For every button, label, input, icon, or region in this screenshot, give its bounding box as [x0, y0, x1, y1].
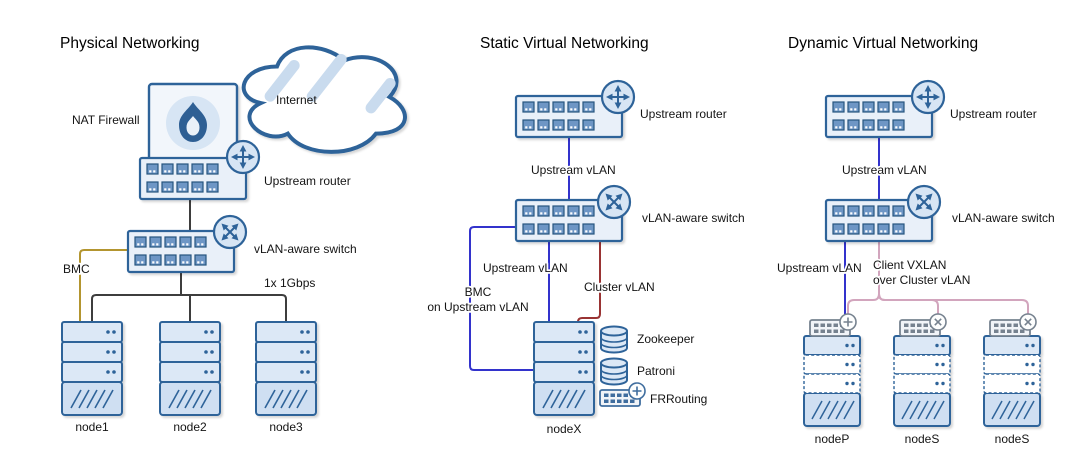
- switch-icon: [908, 186, 940, 218]
- patroni-database-icon: [600, 357, 628, 386]
- section-title-physical: Physical Networking: [60, 35, 200, 52]
- nat-firewall: [147, 82, 239, 164]
- zookeeper-database-icon: [600, 325, 628, 354]
- zookeeper-label: Zookeeper: [637, 332, 694, 346]
- upstream-router-label: Upstream router: [640, 107, 727, 121]
- cluster-vlan-label: Cluster vLAN: [584, 280, 655, 294]
- bmc-label: BMC: [63, 262, 90, 276]
- server-nodeS2: [983, 335, 1041, 427]
- section-title-static: Static Virtual Networking: [480, 35, 649, 52]
- bridge-x-icon: [929, 313, 947, 331]
- node3-label: node3: [269, 420, 303, 434]
- link-upstream-vlan-node: [810, 241, 846, 329]
- nodeS1-label: nodeS: [905, 432, 940, 446]
- internet-label: Internet: [276, 93, 317, 107]
- server-nodeP: [803, 335, 861, 427]
- server-nodeS1: [893, 335, 951, 427]
- upstream-vlan-top-label: Upstream vLAN: [842, 163, 927, 177]
- patroni-label: Patroni: [637, 364, 675, 378]
- nodeP-bridge-group: [809, 313, 857, 337]
- section-static: Static Virtual Networking Upstream route…: [426, 35, 745, 436]
- nat-firewall-label: NAT Firewall: [72, 113, 140, 127]
- link-vxlan-nodeS2: [878, 293, 1029, 314]
- nodeS2-bridge-group: [989, 313, 1037, 337]
- upstream-router-label: Upstream router: [950, 107, 1037, 121]
- bmc-label-line2: on Upstream vLAN: [427, 300, 528, 314]
- cloud-highlights: [264, 53, 396, 114]
- link-speed-label: 1x 1Gbps: [264, 276, 315, 290]
- link-bmc: [79, 249, 128, 322]
- frrouting-router-badge-icon: [628, 382, 646, 400]
- link-bmc-vlan: [469, 226, 534, 371]
- nodeS1-bridge-group: [899, 313, 947, 337]
- static-links: [469, 137, 601, 371]
- router-icon: [602, 81, 634, 113]
- upstream-router-label: Upstream router: [264, 174, 351, 188]
- server-nodeX: [533, 321, 595, 416]
- upstream-vlan-top-label: Upstream vLAN: [531, 163, 616, 177]
- server-node2: [159, 321, 221, 416]
- router-icon: [227, 141, 259, 173]
- frrouting-icon-group: [599, 382, 646, 407]
- bridge-plus-icon: [839, 313, 857, 331]
- router-icon: [912, 81, 944, 113]
- switch-icon: [598, 186, 630, 218]
- internet-cloud-icon: [241, 45, 407, 154]
- physical-links: [79, 199, 287, 322]
- switch-icon: [214, 216, 246, 248]
- link-cluster-vlan: [577, 241, 601, 323]
- upstream-vlan-bottom-label: Upstream vLAN: [777, 261, 862, 275]
- frrouting-label: FRRouting: [650, 392, 707, 406]
- server-node3: [255, 321, 317, 416]
- section-physical: Physical Networking Internet: [60, 35, 407, 434]
- section-dynamic: Dynamic Virtual Networking Upstream rout…: [775, 35, 1055, 446]
- section-title-dynamic: Dynamic Virtual Networking: [788, 35, 978, 52]
- client-vxlan-label-line2: over Cluster vLAN: [873, 273, 970, 287]
- nodeP-label: nodeP: [815, 432, 850, 446]
- server-node1: [61, 321, 123, 416]
- nodeS2-label: nodeS: [995, 432, 1030, 446]
- bridge-x-icon: [1019, 313, 1037, 331]
- firewall-flame-icon: [179, 102, 207, 142]
- bmc-label-line1: BMC: [465, 285, 492, 299]
- vlan-switch-label: vLAN-aware switch: [952, 211, 1055, 225]
- link-vxlan-nodeP: [847, 293, 880, 314]
- nodeX-label: nodeX: [547, 422, 582, 436]
- upstream-vlan-bottom-label: Upstream vLAN: [483, 261, 568, 275]
- vlan-switch-label: vLAN-aware switch: [642, 211, 745, 225]
- node2-label: node2: [173, 420, 207, 434]
- link-vxlan-nodeS1: [878, 293, 939, 314]
- node1-label: node1: [75, 420, 109, 434]
- client-vxlan-label-line1: Client VXLAN: [873, 258, 946, 272]
- vlan-switch-label: vLAN-aware switch: [254, 242, 357, 256]
